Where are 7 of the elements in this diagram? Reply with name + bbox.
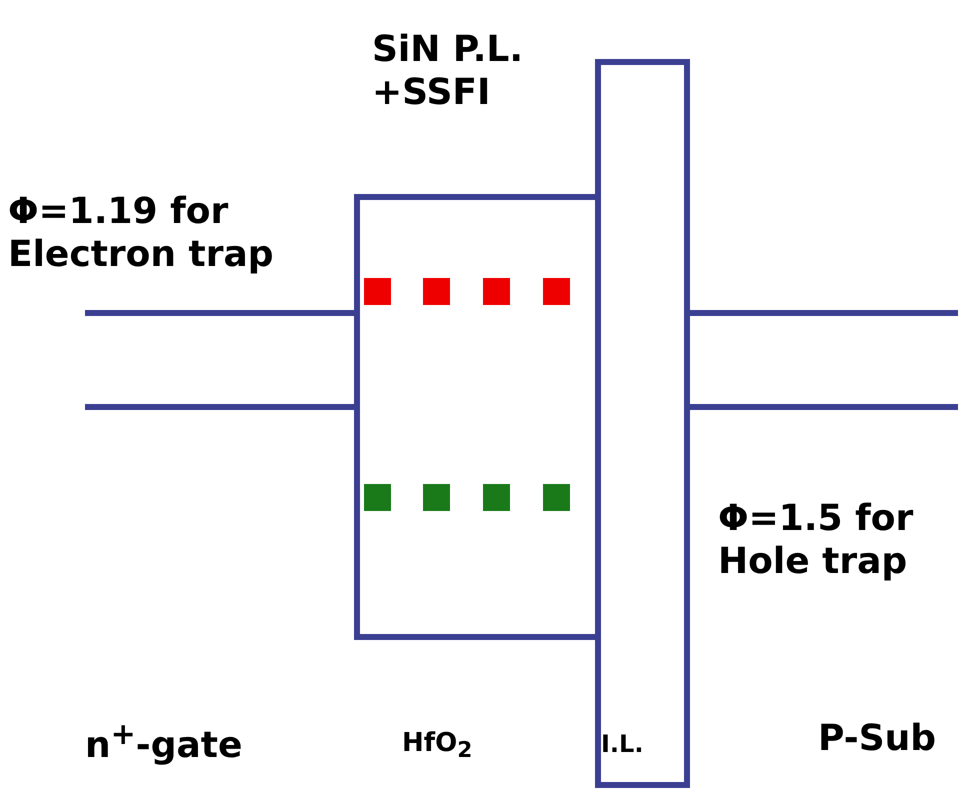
barrier-height-label: Φ=1.19 for Electron trap bbox=[8, 190, 275, 276]
region-label: P-Sub bbox=[818, 717, 936, 760]
region-label: I.L. bbox=[601, 730, 644, 759]
layer-label: SiN P.L. +SSFI bbox=[372, 28, 524, 114]
region-label: HfO$_{2}$ bbox=[402, 728, 472, 764]
region-label: n$^{+}$-gate bbox=[85, 717, 242, 768]
barrier-height-label: Φ=1.5 for Hole trap bbox=[718, 497, 914, 584]
